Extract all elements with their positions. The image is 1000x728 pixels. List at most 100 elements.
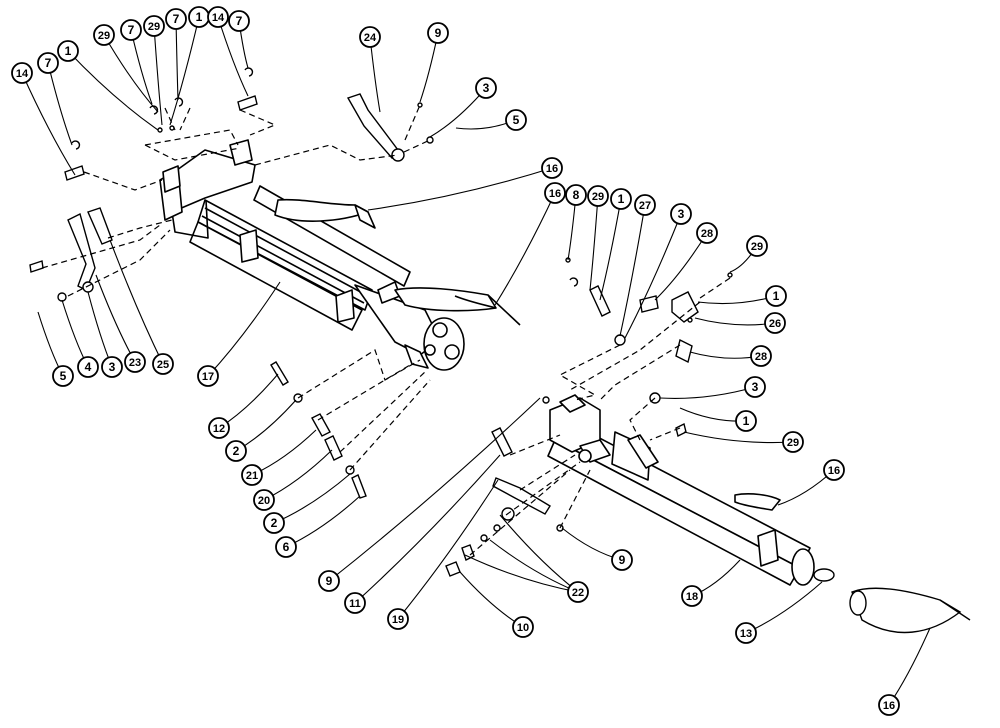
callout-circle (143, 15, 165, 37)
callout-number: 7 (236, 14, 243, 28)
callout-circle (505, 109, 527, 131)
callout-circle (764, 312, 786, 334)
hardware-top-left (29, 67, 434, 302)
callout-bubble: 20 (253, 489, 275, 511)
callout-bubble: 29 (143, 15, 165, 37)
leader-line (599, 198, 622, 301)
leader-line (218, 373, 279, 429)
leader-line (369, 36, 381, 113)
callout-circle (101, 356, 123, 378)
callout-circle (318, 570, 340, 592)
callout-bubble: 9 (427, 22, 449, 44)
callout-bubble: 23 (124, 351, 146, 373)
callout-number: 16 (883, 700, 895, 712)
callout-number: 3 (678, 207, 685, 221)
callout-number: 29 (148, 21, 160, 33)
callout-number: 29 (98, 30, 110, 42)
leader-line (745, 581, 823, 634)
callout-bubble: 4 (77, 356, 99, 378)
callout-bubble: 16 (823, 459, 845, 481)
leader-line (21, 72, 76, 176)
callout-number: 10 (517, 622, 529, 634)
callout-circle (263, 512, 285, 534)
callout-circle (427, 22, 449, 44)
callout-number: 7 (128, 23, 135, 37)
callout-number: 16 (549, 188, 561, 200)
callout-bubble: 24 (359, 26, 381, 48)
callout-number: 1 (773, 289, 780, 303)
callout-number: 9 (326, 574, 333, 588)
callout-number: 1 (65, 44, 72, 58)
leader-line (109, 239, 164, 365)
callout-circle (228, 10, 250, 32)
callout-number: 3 (109, 360, 116, 374)
callout-bubble: 9 (318, 570, 340, 592)
callout-number: 25 (157, 359, 169, 371)
callout-number: 16 (546, 163, 558, 175)
leader-line (624, 213, 682, 339)
explode-lines-lower (469, 434, 591, 556)
callout-circle (670, 203, 692, 225)
callout-number: 9 (619, 553, 626, 567)
callout-bubble: 7 (165, 8, 187, 30)
leader-line (397, 479, 499, 620)
leader-line (459, 571, 524, 628)
callout-number: 28 (755, 351, 767, 363)
callout-bubble: 8 (565, 184, 587, 206)
callout-circle (735, 410, 757, 432)
leader-line (494, 192, 556, 306)
callout-number: 20 (258, 495, 270, 507)
callout-number: 1 (618, 192, 625, 206)
callout-bubble: 5 (505, 109, 527, 131)
callout-circle (93, 24, 115, 46)
callout-circle (387, 608, 409, 630)
callout-bubble: 3 (744, 376, 766, 398)
leader-line (697, 295, 777, 305)
callout-number: 27 (639, 200, 651, 212)
leader-line (251, 429, 317, 476)
callout-bubble: 1 (765, 285, 787, 307)
leader-line (175, 18, 179, 101)
callout-circle (878, 694, 900, 716)
callout-circle (225, 440, 247, 462)
callout-bubble: 1 (57, 40, 79, 62)
callout-bubble: 7 (228, 10, 250, 32)
callout-circle (782, 431, 804, 453)
leader-line (499, 514, 579, 593)
callout-circle (207, 6, 229, 28)
callout-bubble: 28 (696, 222, 718, 244)
callout-bubble: 27 (634, 194, 656, 216)
callout-bubble: 11 (344, 592, 366, 614)
callout-number: 7 (45, 56, 52, 70)
callout-circle (541, 157, 563, 179)
callout-circle (197, 365, 219, 387)
callout-number: 2 (271, 516, 278, 530)
callout-circle (57, 40, 79, 62)
callout-bubble: 7 (37, 52, 59, 74)
callout-bubble: 16 (544, 182, 566, 204)
callout-circle (241, 464, 263, 486)
callout-bubble: 2 (263, 512, 285, 534)
leader-line (169, 16, 200, 126)
callout-bubble: 22 (567, 581, 589, 603)
callout-bubble: 1 (188, 6, 210, 28)
callout-circle (765, 285, 787, 307)
leader-line (207, 281, 281, 377)
callout-number: 26 (769, 318, 781, 330)
callout-number: 18 (686, 591, 698, 603)
callout-bubble: 29 (587, 185, 609, 207)
leader-line (683, 431, 794, 444)
callout-number: 13 (740, 628, 752, 640)
leader-line (153, 25, 163, 126)
callout-number: 14 (212, 12, 225, 24)
callout-number: 7 (173, 12, 180, 26)
callout-circle (823, 459, 845, 481)
callout-circle (124, 351, 146, 373)
callout-circle (544, 182, 566, 204)
callout-number: 4 (85, 360, 92, 374)
callout-bubble: 17 (197, 365, 219, 387)
callout-number: 24 (364, 32, 377, 44)
leader-line (87, 291, 113, 368)
leader-line (263, 449, 333, 501)
callout-circle (275, 536, 297, 558)
